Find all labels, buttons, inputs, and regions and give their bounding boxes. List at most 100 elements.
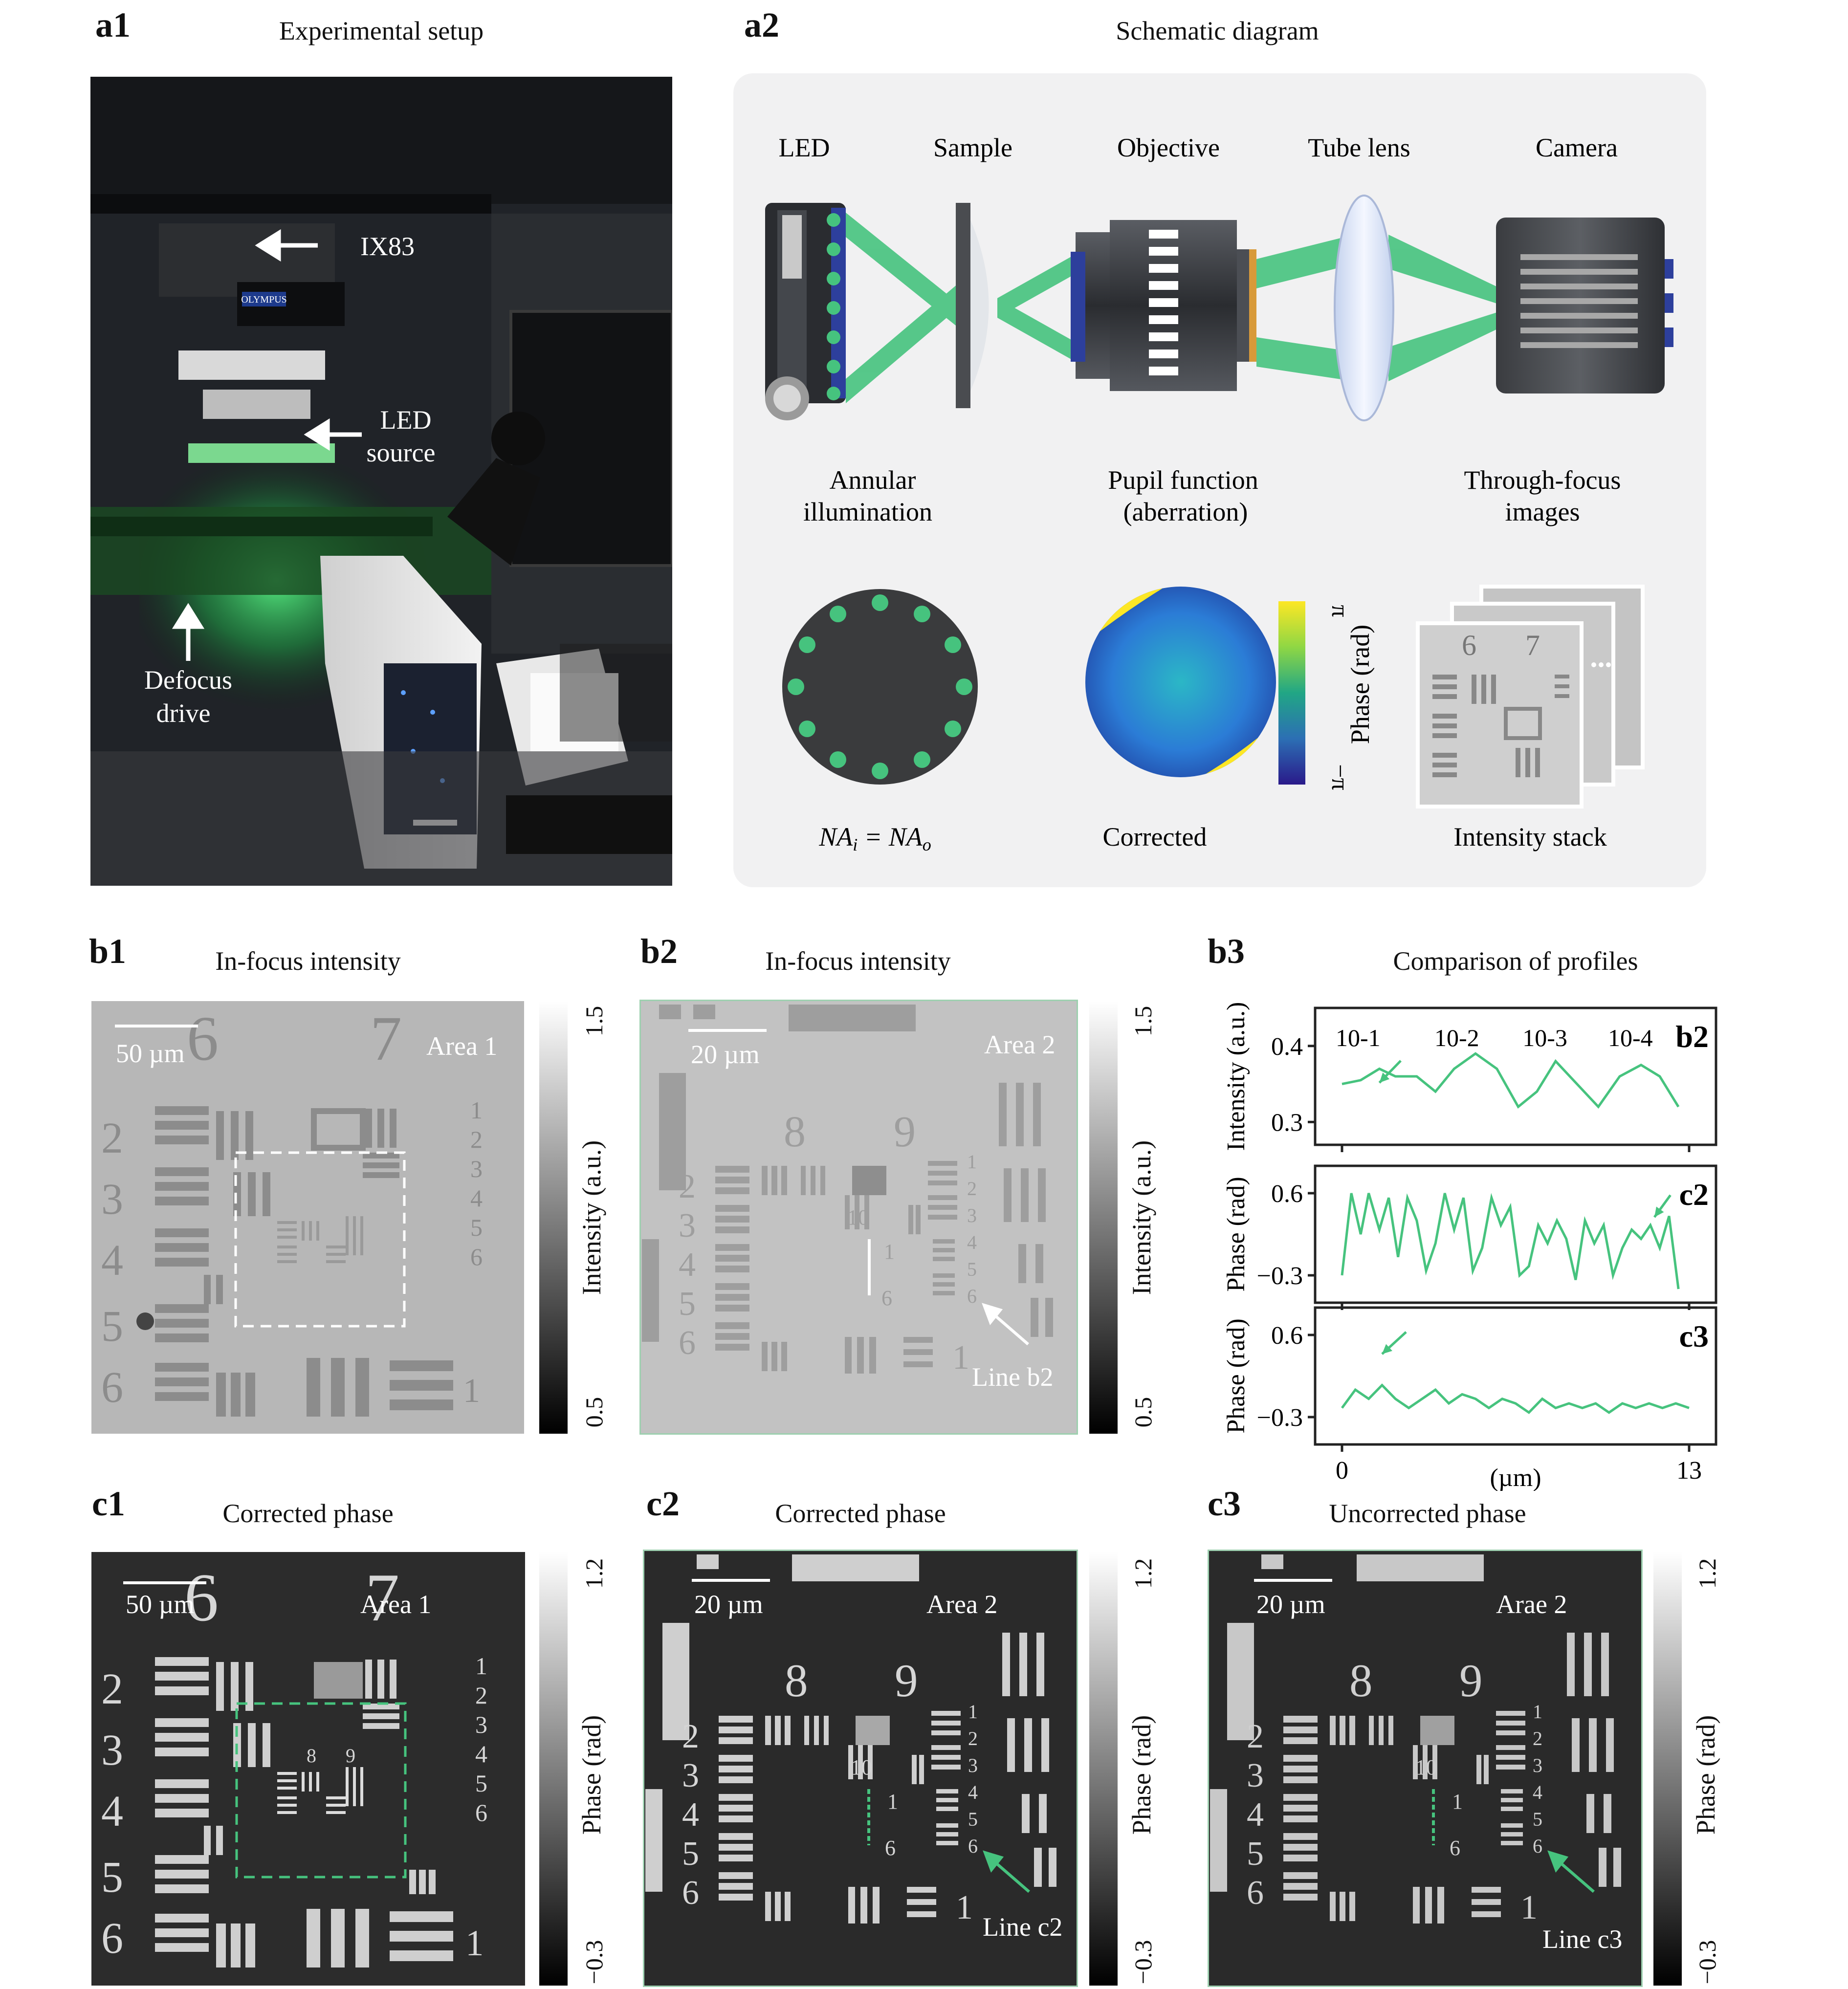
panel-title-c1: Corrected phase [222, 1499, 394, 1528]
schematic-diagram: LED Sample Objective Tube lens Camera [765, 133, 1673, 854]
b1-group-3: 3 [101, 1175, 123, 1224]
b1-group-6: 6 [101, 1363, 123, 1412]
b2-intensity-colorbar [1089, 1001, 1118, 1434]
panel-title-a1: Experimental setup [279, 16, 484, 45]
b1-right-4: 4 [470, 1184, 483, 1212]
panel-label-b3: b3 [1208, 932, 1245, 971]
c3-element-1-small: 1 [1452, 1790, 1463, 1814]
panel-label-a1: a1 [95, 5, 131, 44]
b2-line-arrow [982, 1303, 1029, 1346]
olympus-brand-text: OLYMPUS [241, 294, 287, 305]
panel-label-c2: c2 [646, 1484, 680, 1523]
b3-xlabel: (µm) [1490, 1464, 1541, 1491]
c1-element-1: 1 [465, 1923, 484, 1964]
c3-group-8: 8 [1349, 1655, 1373, 1706]
caption-through-2: images [1505, 497, 1580, 526]
c1-right-6: 6 [475, 1799, 487, 1826]
pupil-function-disk [1085, 587, 1276, 777]
b3-ytick-label-c3-0: 0.6 [1271, 1322, 1303, 1350]
b1-scalebar-label: 50 µm [116, 1039, 185, 1068]
component-objective-label: Objective [1117, 133, 1220, 162]
b3-arrow-b2-head [1379, 1072, 1390, 1083]
c3-right-5: 5 [1533, 1808, 1542, 1830]
caption-pupil-2: (aberration) [1123, 497, 1248, 526]
b1-scalebar [115, 1025, 198, 1027]
b3-series-line-c2 [1341, 1193, 1680, 1290]
b3-axes-box-c3 [1314, 1306, 1717, 1446]
caption-pupil-1: Pupil function [1108, 465, 1258, 495]
c1-right-4: 4 [475, 1740, 487, 1768]
c1-group-8-small: 8 [307, 1745, 316, 1767]
c1-scalebar [123, 1581, 206, 1584]
c1-phase-colorbar [539, 1552, 568, 1986]
b2-right-2: 2 [967, 1178, 977, 1200]
c1-group-9-small: 9 [346, 1745, 355, 1767]
b3-ytick-label-c2-1: −0.3 [1257, 1262, 1303, 1290]
c3-right-4: 4 [1533, 1781, 1542, 1803]
b3-xtick-label-0: 0 [1336, 1457, 1348, 1485]
c1-group-number-7: 7 [365, 1560, 399, 1636]
c2-line-label: Line c2 [983, 1912, 1062, 1942]
b2-right-3: 3 [967, 1204, 977, 1226]
c3-group-5: 5 [1247, 1835, 1264, 1873]
b2-group-3: 3 [679, 1207, 696, 1245]
b2-intensity-image: 8 9 2 3 4 5 6 1 10 1 6 1 2 3 4 5 6 20 µm… [639, 1000, 1078, 1435]
c2-group-9: 9 [895, 1655, 918, 1706]
b3-ylabel-c3: Phase (rad) [1222, 1318, 1250, 1433]
c3-right-1: 1 [1533, 1701, 1542, 1723]
objective-lens [1071, 220, 1256, 391]
panel-title-a2: Schematic diagram [1116, 16, 1319, 45]
b1-right-1: 1 [470, 1096, 483, 1124]
c1-group-number-6: 6 [184, 1560, 219, 1636]
c2-element-6-small: 6 [885, 1836, 896, 1860]
led-device [765, 203, 846, 420]
component-camera-label: Camera [1536, 133, 1618, 162]
b1-group-number-7: 7 [370, 1004, 402, 1074]
intensity-stack: 6 7 [1416, 585, 1645, 809]
b2-colorbar-max: 1.5 [1129, 1005, 1157, 1037]
b3-ytick-label-c3-1: −0.3 [1257, 1404, 1303, 1432]
b2-group-2: 2 [679, 1168, 696, 1205]
phase-colorbar-max: π [1327, 605, 1354, 617]
led-source-label-1: LED [380, 405, 432, 435]
phase-colorbar [1278, 601, 1305, 785]
c1-zoom-region [235, 1702, 407, 1879]
c3-group-3: 3 [1247, 1757, 1264, 1794]
b1-group-4: 4 [101, 1236, 123, 1285]
c3-element-6-small: 6 [1450, 1836, 1460, 1860]
c2-group-6: 6 [682, 1874, 699, 1912]
c1-phase-image: 2 3 4 5 6 6 7 1 1 2 3 4 5 6 8 9 50 µm Ar… [91, 1552, 525, 1986]
b2-area-label: Area 2 [984, 1030, 1055, 1059]
c2-group-8: 8 [785, 1655, 808, 1706]
b3-ylabel-b2: Intensity (a.u.) [1222, 1002, 1250, 1151]
tube-lens [1334, 195, 1394, 421]
c3-phase-image: 8 9 2 3 4 5 6 1 10 1 6 1 2 3 4 5 6 20 µm… [1208, 1550, 1643, 1987]
panel-title-c3: Uncorrected phase [1329, 1499, 1526, 1528]
panel-title-b3: Comparison of profiles [1393, 946, 1638, 976]
c2-right-6: 6 [968, 1835, 978, 1857]
c3-area-label: Arae 2 [1496, 1590, 1567, 1619]
c2-line-arrow [983, 1850, 1030, 1893]
b2-right-1: 1 [967, 1151, 977, 1173]
c3-scalebar [1254, 1579, 1332, 1582]
b2-group-5: 5 [679, 1285, 696, 1323]
c3-group-2: 2 [1247, 1718, 1264, 1755]
camera [1496, 218, 1673, 393]
panel-label-b1: b1 [89, 932, 127, 971]
c1-group-5: 5 [101, 1853, 123, 1902]
panel-label-c3: c3 [1208, 1484, 1241, 1523]
component-tube-lens-label: Tube lens [1308, 133, 1410, 162]
panel-title-c2: Corrected phase [775, 1499, 946, 1528]
c1-colorbar-min: −0.3 [580, 1940, 608, 1985]
b2-group-6: 6 [679, 1324, 696, 1362]
b2-right-4: 4 [967, 1231, 977, 1253]
c1-colorbar-max: 1.2 [580, 1558, 608, 1589]
panel-title-b1: In-focus intensity [215, 946, 401, 976]
b3-annotation-2: 10-3 [1522, 1024, 1567, 1051]
c1-group-4: 4 [101, 1787, 123, 1836]
c2-element-1: 1 [956, 1889, 973, 1926]
b2-colorbar-min: 0.5 [1129, 1397, 1157, 1428]
c1-right-1: 1 [475, 1652, 487, 1680]
b1-group-number-6: 6 [187, 1004, 219, 1074]
